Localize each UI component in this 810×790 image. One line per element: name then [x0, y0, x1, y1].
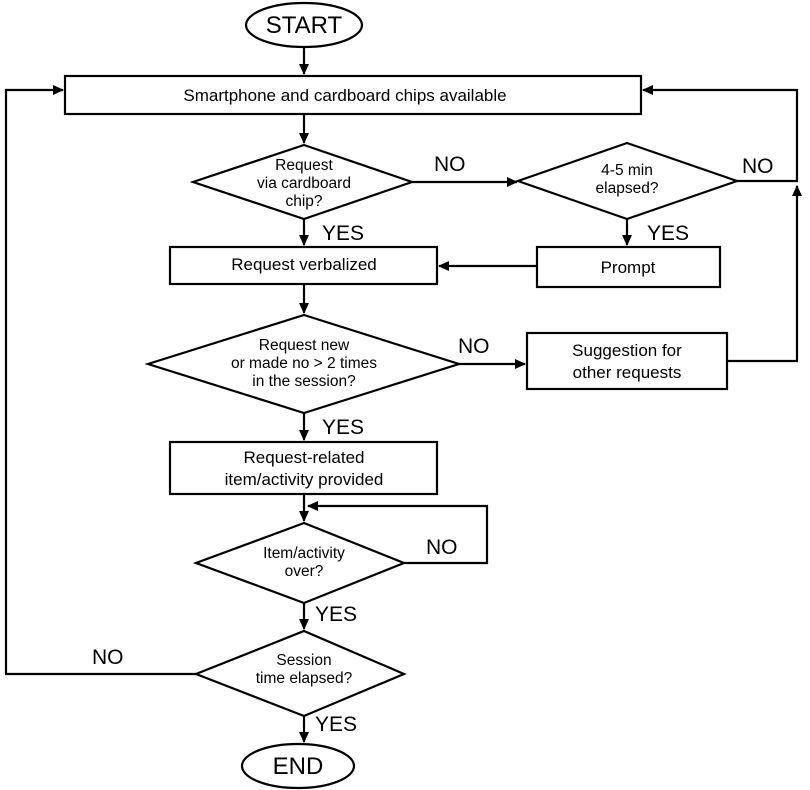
- suggestion-box: [525, 331, 729, 391]
- request-new-line-3: in the session?: [252, 373, 356, 390]
- elapsed-4-5-yes-label: YES: [647, 222, 689, 245]
- provided-line-2: item/activity provided: [225, 470, 384, 489]
- elapsed-4-5-line-1: 4-5 min: [601, 162, 653, 179]
- session-elapsed-no-label: NO: [92, 646, 124, 669]
- provided-line-1: Request-related: [244, 448, 365, 467]
- activity-over-no-label: NO: [426, 536, 458, 559]
- activity-over-yes-label: YES: [315, 603, 357, 626]
- chips-available-label: Smartphone and cardboard chips available: [183, 86, 506, 105]
- request-new-no-label: NO: [458, 335, 490, 358]
- request-new-yes-label: YES: [322, 416, 364, 439]
- session-elapsed-line-2: time elapsed?: [256, 670, 353, 687]
- via-chip-line-3: chip?: [285, 193, 322, 210]
- chips-available-box: [63, 74, 643, 116]
- activity-over-line-2: over?: [285, 563, 324, 580]
- end-label: END: [273, 753, 324, 780]
- elapsed-4-5-no-label: NO: [742, 155, 774, 178]
- request-new-line-1: Request new: [259, 337, 350, 354]
- provided-box: [168, 440, 439, 496]
- connector-activity-over-no: [307, 501, 489, 565]
- via-chip-line-1: Request: [275, 157, 333, 174]
- session-elapsed-yes-label: YES: [315, 713, 357, 736]
- connector-elapsed-4-5-no: [642, 85, 799, 183]
- activity-over-line-1: Item/activity: [263, 545, 345, 562]
- suggestion-line-1: Suggestion for: [572, 341, 682, 360]
- start-label: START: [266, 12, 343, 39]
- session-elapsed-line-1: Session: [276, 652, 331, 669]
- request-new-line-2: or made no > 2 times: [231, 355, 377, 372]
- via-chip-yes-label: YES: [322, 222, 364, 245]
- connector-suggestion-loop: [727, 185, 802, 363]
- suggestion-line-2: other requests: [573, 363, 682, 382]
- elapsed-4-5-line-2: elapsed?: [596, 180, 659, 197]
- connector-session-elapsed-no: [4, 85, 196, 676]
- prompt-label: Prompt: [601, 258, 656, 277]
- via-chip-line-2: via cardboard: [257, 175, 351, 192]
- end-terminator: [240, 742, 356, 790]
- via-chip-no-label: NO: [434, 153, 466, 176]
- request-verbalized-label: Request verbalized: [231, 255, 377, 274]
